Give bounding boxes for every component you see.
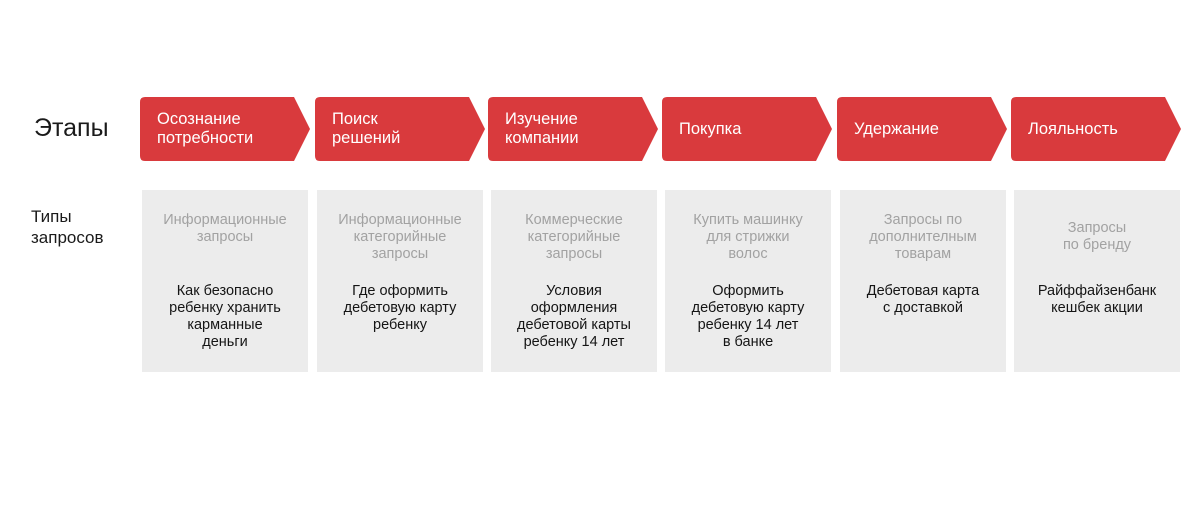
query-type-line: категорийные: [353, 229, 447, 245]
query-type-line: для стрижки: [706, 229, 790, 245]
chevron-arrow-shape: [837, 97, 1007, 161]
row-label-stages: Этапы: [34, 114, 109, 142]
stage-label: Удержание: [854, 97, 939, 161]
stage-label-line: потребности: [157, 129, 254, 147]
example-query-line: карманные: [187, 317, 263, 333]
example-query-line: Дебетовая карта: [866, 283, 980, 299]
stage-arrow: Удержание: [837, 97, 1007, 161]
example-query-line: Как безопасно: [176, 283, 274, 299]
query-type-line: волос: [728, 246, 768, 262]
query-type-line: Запросы: [1067, 220, 1127, 236]
query-type-line: Запросы по: [883, 212, 963, 228]
chevron-arrow-shape: [1011, 97, 1181, 161]
query-type-line: товарам: [894, 246, 952, 262]
query-type-line: запросы: [196, 229, 254, 245]
query-type-line: запросы: [545, 246, 603, 262]
query-type-line: дополнителным: [869, 229, 977, 245]
example-query-line: Оформить: [712, 283, 784, 299]
example-query-line: в банке: [722, 334, 774, 350]
query-type-line: запросы: [371, 246, 429, 262]
example-query-line: ребенку 14 лет: [697, 317, 799, 333]
example-query-line: дебетовую карту: [343, 300, 457, 316]
example-query-line: ребенку 14 лет: [523, 334, 625, 350]
example-query-line: кешбек акции: [1051, 300, 1143, 316]
example-query-line: оформления: [530, 300, 618, 316]
chevron-arrow-shape: [488, 97, 658, 161]
row-label-query-types: Типы запросов: [31, 206, 104, 248]
stage-label-line: решений: [332, 129, 401, 147]
stage-label-line: Изучение: [505, 110, 578, 128]
stage-label-line: компании: [505, 129, 579, 147]
label-line: запросов: [31, 228, 104, 247]
label-line: Типы: [31, 207, 72, 226]
stage-label: Покупка: [679, 97, 741, 161]
stage-arrow: Лояльность: [1011, 97, 1181, 161]
query-type-line: Информационные: [163, 212, 287, 228]
example-query-line: дебетовую карту: [691, 300, 805, 316]
example-query-line: ребенку хранить: [169, 300, 281, 316]
query-type-line: Купить машинку: [693, 212, 803, 228]
stage-label-line: Поиск: [332, 110, 378, 128]
query-type-line: Коммерческие: [525, 212, 623, 228]
chevron-arrow-shape: [315, 97, 485, 161]
stage-arrow: Покупка: [662, 97, 832, 161]
query-type-line: по бренду: [1062, 237, 1132, 253]
stage-label-line: Покупка: [679, 119, 742, 138]
example-query-line: дебетовой карты: [517, 317, 631, 333]
stage-label-line: Лояльность: [1028, 119, 1118, 138]
stage-label: Лояльность: [1028, 97, 1118, 161]
example-query-line: с доставкой: [883, 300, 963, 316]
query-type-line: категорийные: [527, 229, 621, 245]
example-query-line: ребенку: [373, 317, 427, 333]
example-query-line: Условия: [546, 283, 602, 299]
query-type-line: Информационные: [338, 212, 462, 228]
example-query-line: Где оформить: [352, 283, 448, 299]
chevron-arrow-shape: [662, 97, 832, 161]
chevron-arrow-shape: [140, 97, 310, 161]
example-query-line: Райффайзенбанк: [1037, 283, 1157, 299]
example-query-line: деньги: [202, 334, 248, 350]
stage-label-line: Осознание: [157, 110, 241, 128]
stage-label-line: Удержание: [854, 119, 939, 138]
